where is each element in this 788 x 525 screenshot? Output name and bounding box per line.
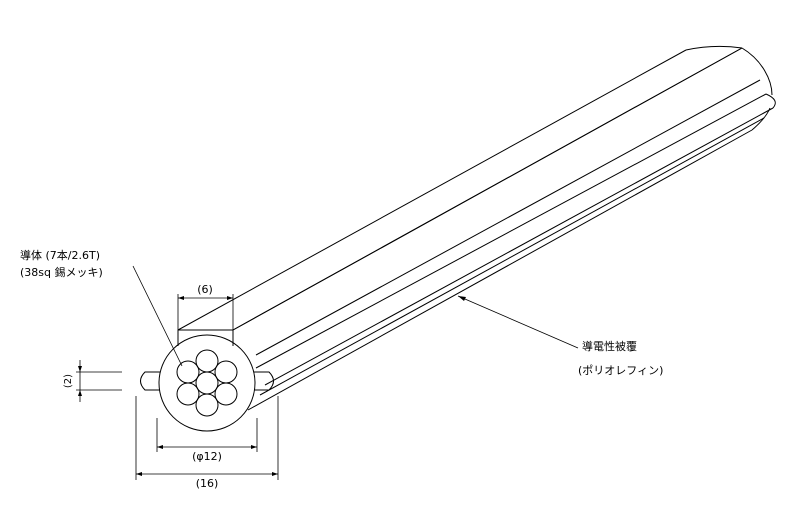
- strand-center: [195, 371, 219, 395]
- cable-body: [177, 45, 776, 411]
- dim-overall-width: (16): [135, 396, 279, 490]
- dim-rib-width-label: (6): [197, 283, 213, 296]
- strand: [195, 393, 219, 417]
- strand: [214, 382, 238, 406]
- body-bottom-edge: [247, 129, 753, 411]
- sheath-callout: 導電性被覆 (ポリオレフィン): [457, 295, 663, 377]
- dim-rib-width: (6): [177, 283, 234, 330]
- rib-far-cap: [685, 45, 743, 51]
- conductor-label-line1: 導体 (7本/2.6T): [20, 248, 100, 262]
- body-top-edge: [232, 47, 743, 331]
- conductor-callout: 導体 (7本/2.6T) (38sq 錫メッキ): [20, 248, 183, 367]
- conductor-leader-line: [132, 265, 183, 367]
- sheath-label-line1: 導電性被覆: [582, 339, 637, 353]
- flange-right: [254, 371, 274, 391]
- strand: [214, 360, 238, 384]
- flange-right-upper-edge: [255, 93, 767, 369]
- body-far-arc-top: [741, 47, 773, 96]
- dim-core-diameter-label: (φ12): [192, 450, 222, 463]
- conductor-strands: [176, 349, 238, 417]
- flange-right-lower-edge: [264, 107, 774, 386]
- dim-rib-height: (2): [63, 360, 122, 402]
- rib-top-left-edge: [177, 49, 687, 331]
- body-shoulder-line: [255, 79, 761, 356]
- strand: [176, 360, 200, 384]
- dim-core-diameter: (φ12): [156, 418, 258, 463]
- flange-left: [140, 371, 160, 391]
- dim-rib-height-label: (2): [63, 374, 74, 388]
- sheath-leader-arrow: [458, 296, 466, 301]
- flange-right-far-cap: [765, 93, 776, 109]
- dim-overall-width-label: (16): [196, 477, 219, 490]
- strand: [176, 382, 200, 406]
- body-inner-line: [259, 117, 765, 396]
- sheath-outer-circle: [158, 334, 256, 432]
- sheath-label-line2: (ポリオレフィン): [578, 364, 663, 377]
- cross-section: [140, 329, 274, 432]
- conductor-label-line2: (38sq 錫メッキ): [20, 265, 103, 279]
- strand: [195, 349, 219, 373]
- sheath-leader-line: [457, 295, 579, 349]
